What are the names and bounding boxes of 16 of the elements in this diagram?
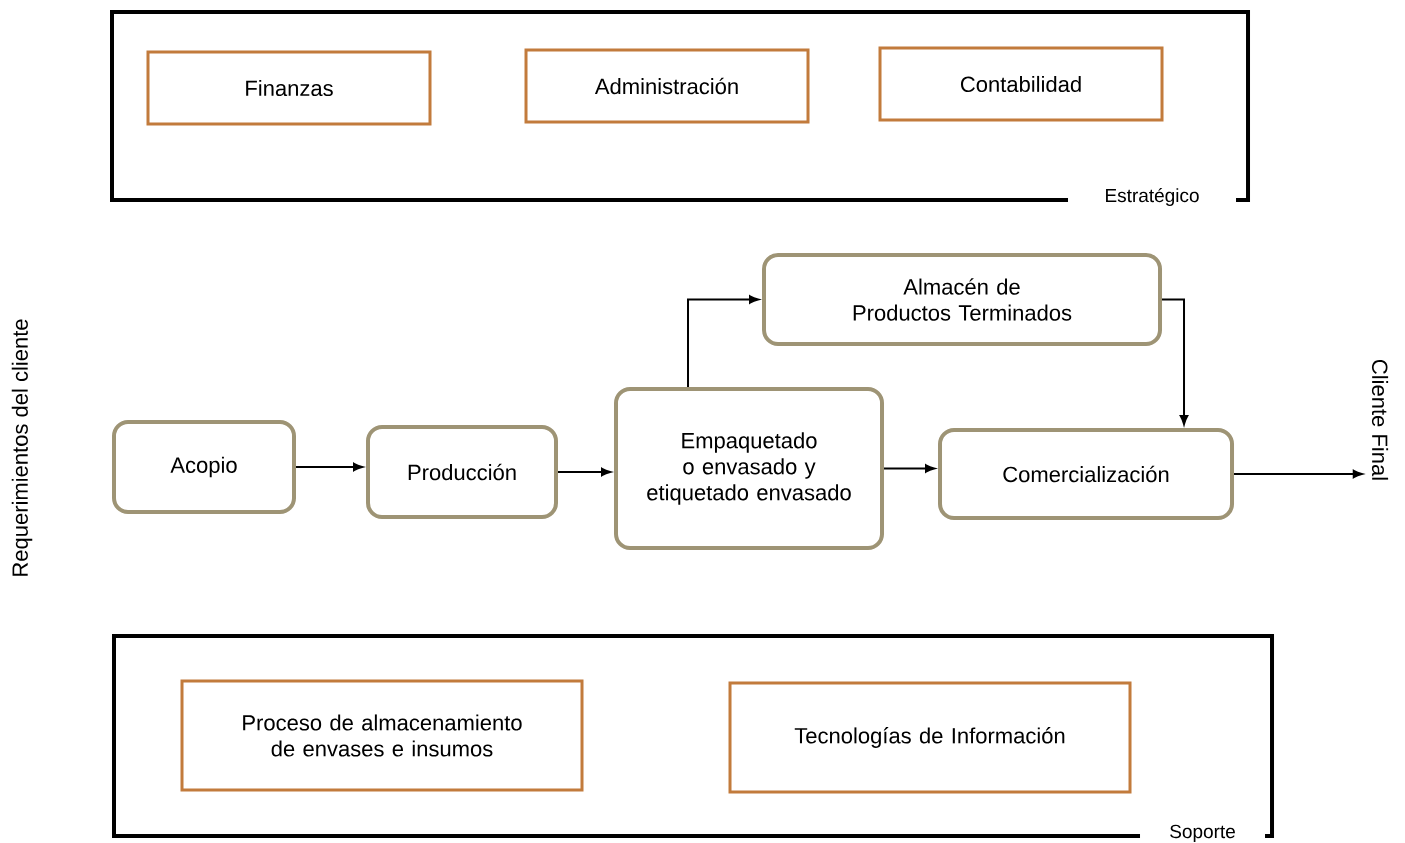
side-label: Cliente Final: [1371, 360, 1389, 480]
process-box: Comercialización: [938, 428, 1234, 520]
arrow: [295, 462, 363, 472]
function-box: Proceso de almacenamiento de envases e insumos: [180, 679, 584, 792]
arrow: [1233, 469, 1363, 479]
process-box: Almacén de Productos Terminados: [762, 253, 1162, 346]
function-box: Administración: [524, 48, 810, 124]
arrow: [557, 467, 611, 477]
function-box: Finanzas: [146, 50, 432, 126]
side-label: Requerimientos del cliente: [11, 319, 33, 576]
function-box: Tecnologías de Información: [728, 681, 1132, 794]
process-box: Acopio: [112, 420, 296, 514]
function-box: Contabilidad: [878, 46, 1164, 122]
process-box: Empaquetado o envasado y etiquetado envasado: [614, 387, 884, 550]
arrow: [1161, 298, 1189, 425]
process-box: Producción: [366, 425, 558, 519]
